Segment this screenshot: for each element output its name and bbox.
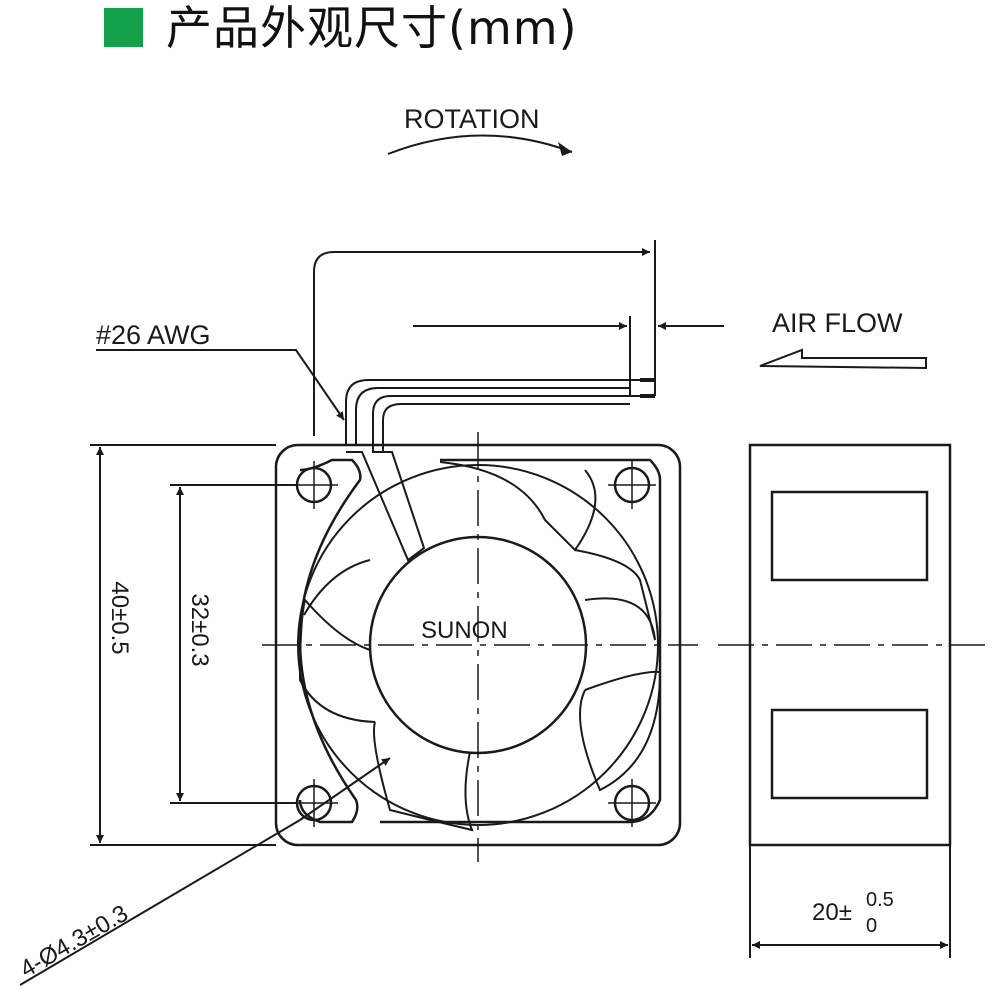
height-dimension-label: 40±0.5 [106,581,133,654]
depth-tolerance-upper: 0.5 [866,889,894,911]
frame-inner-right [380,458,662,824]
rotation-arrow-icon [387,134,573,155]
hole-crosshairs [290,461,656,827]
svg-text:20±: 20± [812,899,852,926]
side-view-bottom-opening [770,708,929,800]
wire-gauge-label: #26 AWG [96,320,211,350]
airflow-indicator: AIR FLOW [759,308,927,370]
brand-label: SUNON [421,617,508,644]
green-square-icon [104,8,143,47]
wire-black [372,395,655,452]
fan-blade-5 [298,597,376,723]
fan-blade-2 [574,549,656,641]
hole-diameter-label: 4-Ø4.3±0.3 [16,900,133,983]
wire-channel [346,451,426,562]
mounting-holes [295,466,651,822]
wire-length-line [313,248,650,436]
fan-side-view [718,443,985,958]
rotation-indicator: ROTATION [387,104,573,156]
airflow-label: AIR FLOW [772,308,903,338]
fan-blade-6 [303,559,371,616]
wire-gauge-callout: #26 AWG [96,320,345,421]
depth-dimension-label: 20± 0.5 0 [812,889,894,937]
height-dimension [90,444,276,846]
wire-assembly [313,240,724,452]
hole-spacing-label: 32±0.3 [186,593,213,666]
wire-red [345,379,655,444]
rotation-label: ROTATION [404,104,540,134]
side-view-top-opening [770,490,929,582]
fan-blade-4 [373,721,474,832]
rotation-arrowhead-icon [558,142,572,156]
header: 产品外观尺寸(mm) [0,0,1000,70]
depth-tolerance-lower: 0 [866,915,877,937]
hole-spacing-dimension [170,484,296,804]
hole-diameter-callout [19,757,391,986]
page-title: 产品外观尺寸(mm) [166,1,578,55]
fan-blade-3 [579,670,662,792]
airflow-arrow-icon [759,348,927,370]
fan-blade-1 [439,461,597,552]
fan-front-view [262,432,698,862]
